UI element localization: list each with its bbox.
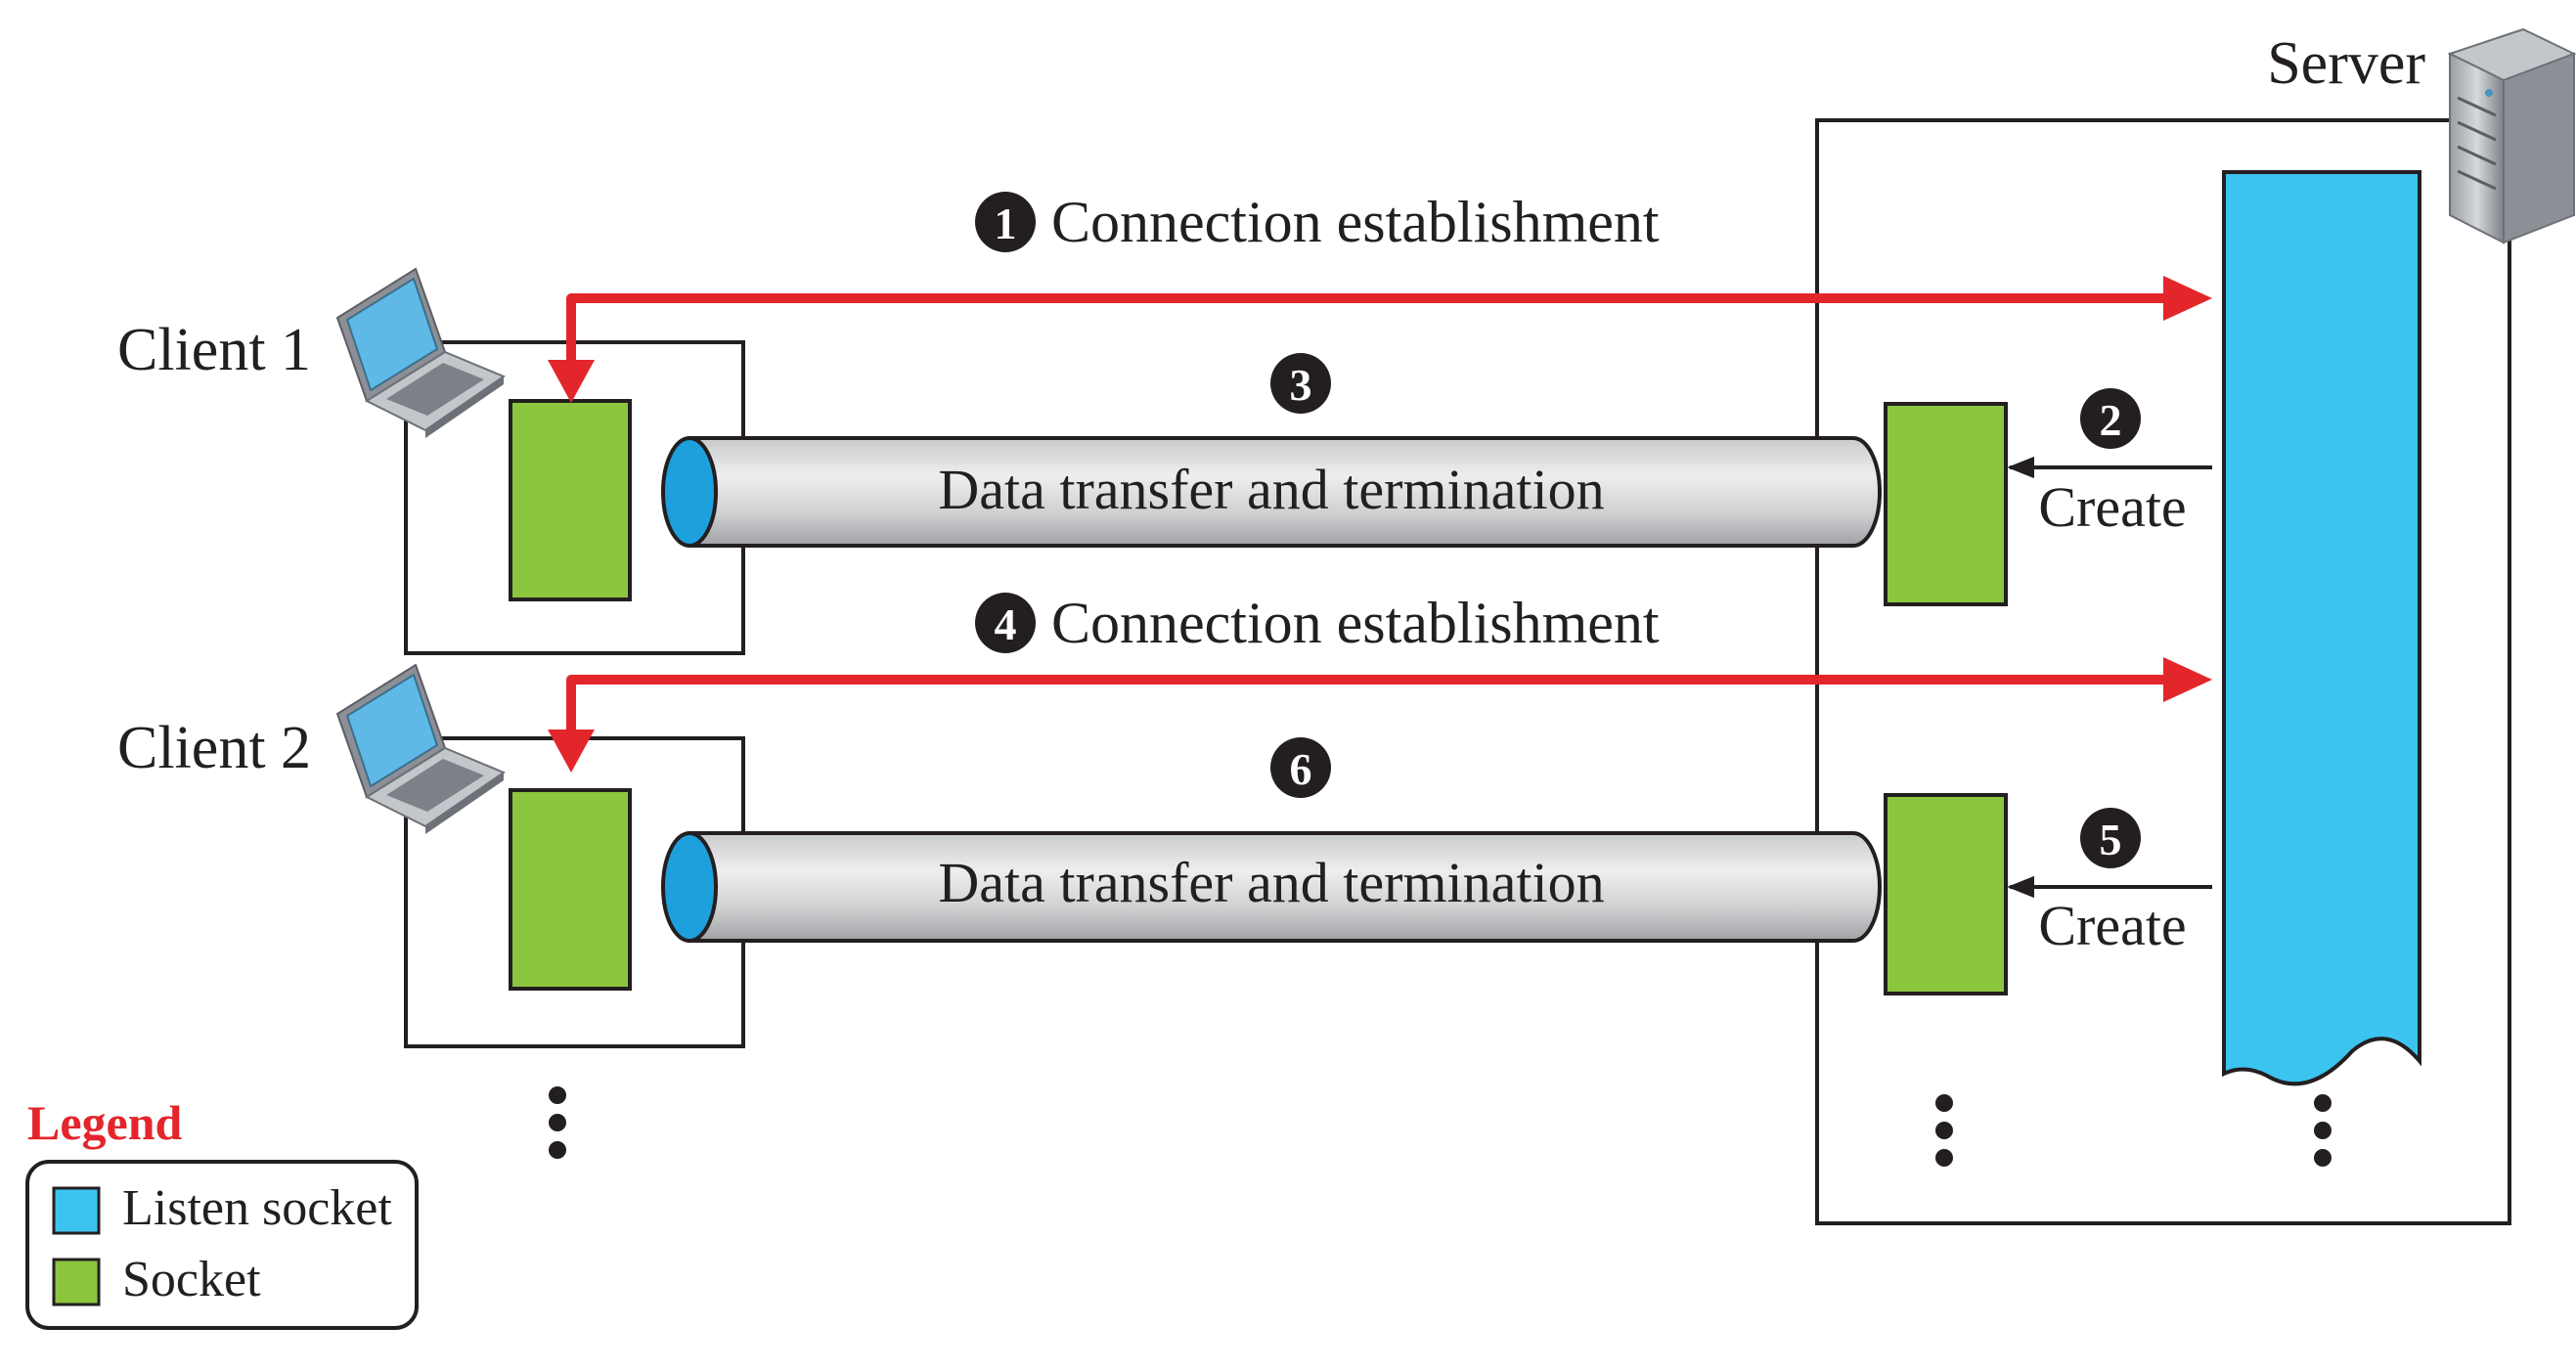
svg-text:6: 6 [1290,744,1312,794]
legend-box [25,1160,419,1330]
legend-swatch-socket [52,1258,101,1306]
legend-label-socket: Socket [122,1252,261,1307]
client-2-socket [509,788,632,991]
step-4-marker: 4 [975,593,1036,653]
svg-text:3: 3 [1290,360,1312,410]
legend-label-listen-socket: Listen socket [122,1180,392,1236]
data-pipe-2 [661,831,1882,943]
step-4-label: Connection establishment [1051,591,1660,655]
pipe-2-label: Data transfer and termination [938,851,1604,914]
connection-arrow-1 [548,276,2212,403]
svg-text:2: 2 [2100,395,2122,445]
server-socket-2 [1884,793,2008,995]
step-2-label: Create [2038,475,2186,539]
step-1-label: Connection establishment [1051,190,1660,254]
step-1-marker: 1 [975,192,1036,252]
connection-arrow-2 [548,657,2212,773]
laptop-icon [335,663,507,834]
server-box [1815,118,2511,1225]
client-continuation-dots [549,1086,566,1159]
listen-socket-continuation-dots [2314,1094,2332,1167]
step-3-marker: 3 [1270,353,1331,414]
data-pipe-1 [661,436,1882,548]
legend-swatch-listen-socket [52,1186,101,1235]
legend-title: Legend [27,1095,183,1150]
step-2-marker: 2 [2080,388,2141,449]
client-2-label: Client 2 [117,715,311,781]
svg-text:4: 4 [995,599,1017,649]
client-1-socket [509,399,632,601]
laptop-icon [335,267,507,438]
svg-text:1: 1 [995,199,1017,248]
svg-text:5: 5 [2100,815,2122,864]
client-1-label: Client 1 [117,317,311,383]
server-socket-continuation-dots [1935,1094,1953,1167]
server-socket-1 [1884,402,2008,606]
listen-socket [2222,170,2421,1086]
server-tower-icon [2447,27,2576,244]
server-label: Server [2267,30,2425,97]
step-5-marker: 5 [2080,808,2141,868]
pipe-1-label: Data transfer and termination [938,458,1604,521]
step-5-label: Create [2038,894,2186,957]
step-6-marker: 6 [1270,737,1331,798]
